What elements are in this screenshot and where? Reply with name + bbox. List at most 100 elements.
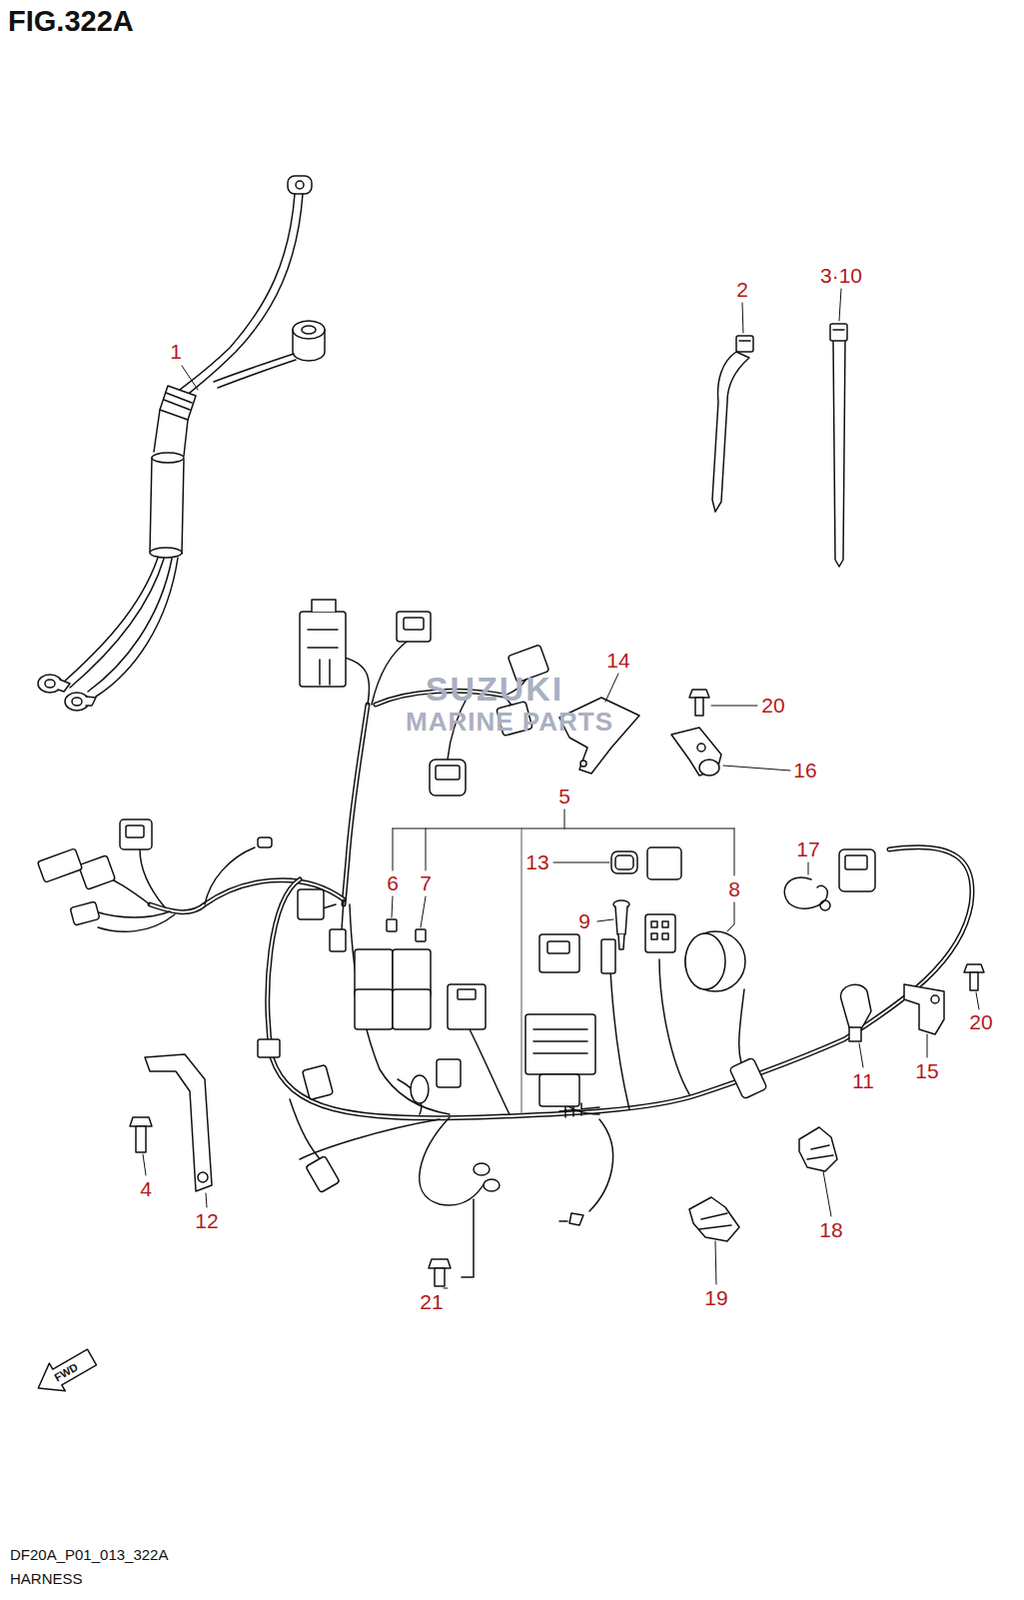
callout-number: 14	[606, 648, 630, 672]
connector	[845, 855, 868, 870]
bolt	[434, 1267, 445, 1286]
leader-line	[742, 302, 744, 333]
leader-line	[927, 1033, 929, 1057]
leader-line	[521, 828, 523, 1114]
bolt	[461, 1198, 474, 1277]
battery-cable	[44, 679, 55, 688]
connector	[559, 1219, 568, 1222]
connector	[525, 1014, 596, 1074]
connector	[429, 759, 466, 796]
bolt	[689, 689, 710, 698]
connector	[299, 611, 346, 687]
leader-line	[205, 1192, 207, 1207]
cable-tie	[712, 351, 750, 512]
main-harness	[94, 639, 973, 1211]
main-harness	[299, 1118, 440, 1159]
callout-number: 17	[796, 837, 820, 861]
callout-number: 12	[194, 1208, 218, 1232]
leader-line	[839, 288, 842, 321]
leader-line	[808, 862, 810, 875]
connector	[651, 921, 658, 928]
clip	[689, 1126, 838, 1241]
rubber-boot	[611, 847, 682, 880]
connector	[601, 939, 616, 974]
connector	[547, 941, 570, 954]
connector	[457, 989, 476, 1000]
connector	[307, 629, 338, 685]
clip	[689, 1196, 740, 1241]
connector	[257, 837, 272, 848]
rubber-boot	[615, 855, 634, 870]
clip	[799, 1126, 838, 1171]
main-harness	[139, 849, 165, 908]
battery-cable	[57, 679, 70, 692]
battery-cable	[149, 457, 184, 554]
callout-number: 20	[969, 1010, 993, 1033]
leader-line	[392, 809, 735, 876]
battery-cable	[292, 320, 325, 339]
connector	[302, 1063, 334, 1099]
bolt	[428, 1198, 474, 1286]
main-harness	[94, 911, 170, 918]
leader-line	[727, 902, 735, 932]
connector	[305, 1155, 340, 1193]
clamp	[849, 1026, 862, 1041]
connector	[392, 989, 431, 1029]
connector	[297, 889, 324, 920]
leader-line	[715, 1240, 717, 1284]
leader-line	[391, 896, 393, 918]
bolt	[135, 1125, 146, 1152]
bolt	[129, 1116, 152, 1126]
connector	[329, 929, 346, 952]
bracket	[144, 1053, 212, 1191]
connector	[569, 1212, 584, 1225]
clip	[699, 1212, 732, 1229]
fwd-arrow	[29, 1342, 100, 1402]
connector	[729, 1056, 768, 1099]
callout-number: 4	[139, 1176, 152, 1200]
battery-cable	[151, 452, 184, 463]
bolt	[964, 964, 985, 973]
connector	[311, 599, 336, 612]
battery-cable	[159, 385, 196, 420]
bracket	[904, 984, 945, 1034]
bracket	[580, 760, 587, 767]
main-harness	[349, 904, 450, 1114]
main-harness	[289, 1098, 325, 1164]
connector	[533, 1028, 588, 1053]
main-harness	[343, 704, 368, 905]
main-harness	[343, 704, 368, 905]
callout-number: 13	[525, 850, 549, 874]
callout-number: 15	[915, 1058, 939, 1082]
main-harness	[267, 847, 973, 1118]
leader-line	[723, 765, 791, 771]
main-harness	[469, 1028, 510, 1114]
leader-line	[597, 919, 614, 922]
clamp-bracket	[671, 727, 722, 776]
cable-tie	[712, 335, 754, 512]
main-harness	[267, 847, 973, 1118]
cable-tie	[736, 335, 754, 352]
callout-number: 2	[736, 277, 749, 301]
connector	[483, 1178, 500, 1191]
clamp	[841, 984, 872, 1029]
callout-number: 5	[558, 784, 571, 808]
figure-code: HARNESS	[9, 1570, 83, 1588]
connector	[539, 934, 580, 973]
leader-line	[711, 705, 758, 707]
battery-cable	[61, 557, 158, 684]
battery-cable	[287, 175, 312, 194]
battery-cable	[37, 175, 325, 711]
battery-cable	[69, 558, 164, 688]
connector	[396, 611, 431, 642]
cable-tie	[830, 323, 848, 341]
connector	[662, 933, 669, 940]
wire-loop	[820, 900, 831, 911]
connector	[119, 819, 152, 850]
clamp-bracket	[699, 759, 720, 776]
callout-number: 21	[419, 1289, 443, 1313]
cable-tie	[833, 339, 846, 567]
cable-tie	[739, 339, 751, 342]
battery-cable	[71, 697, 82, 706]
